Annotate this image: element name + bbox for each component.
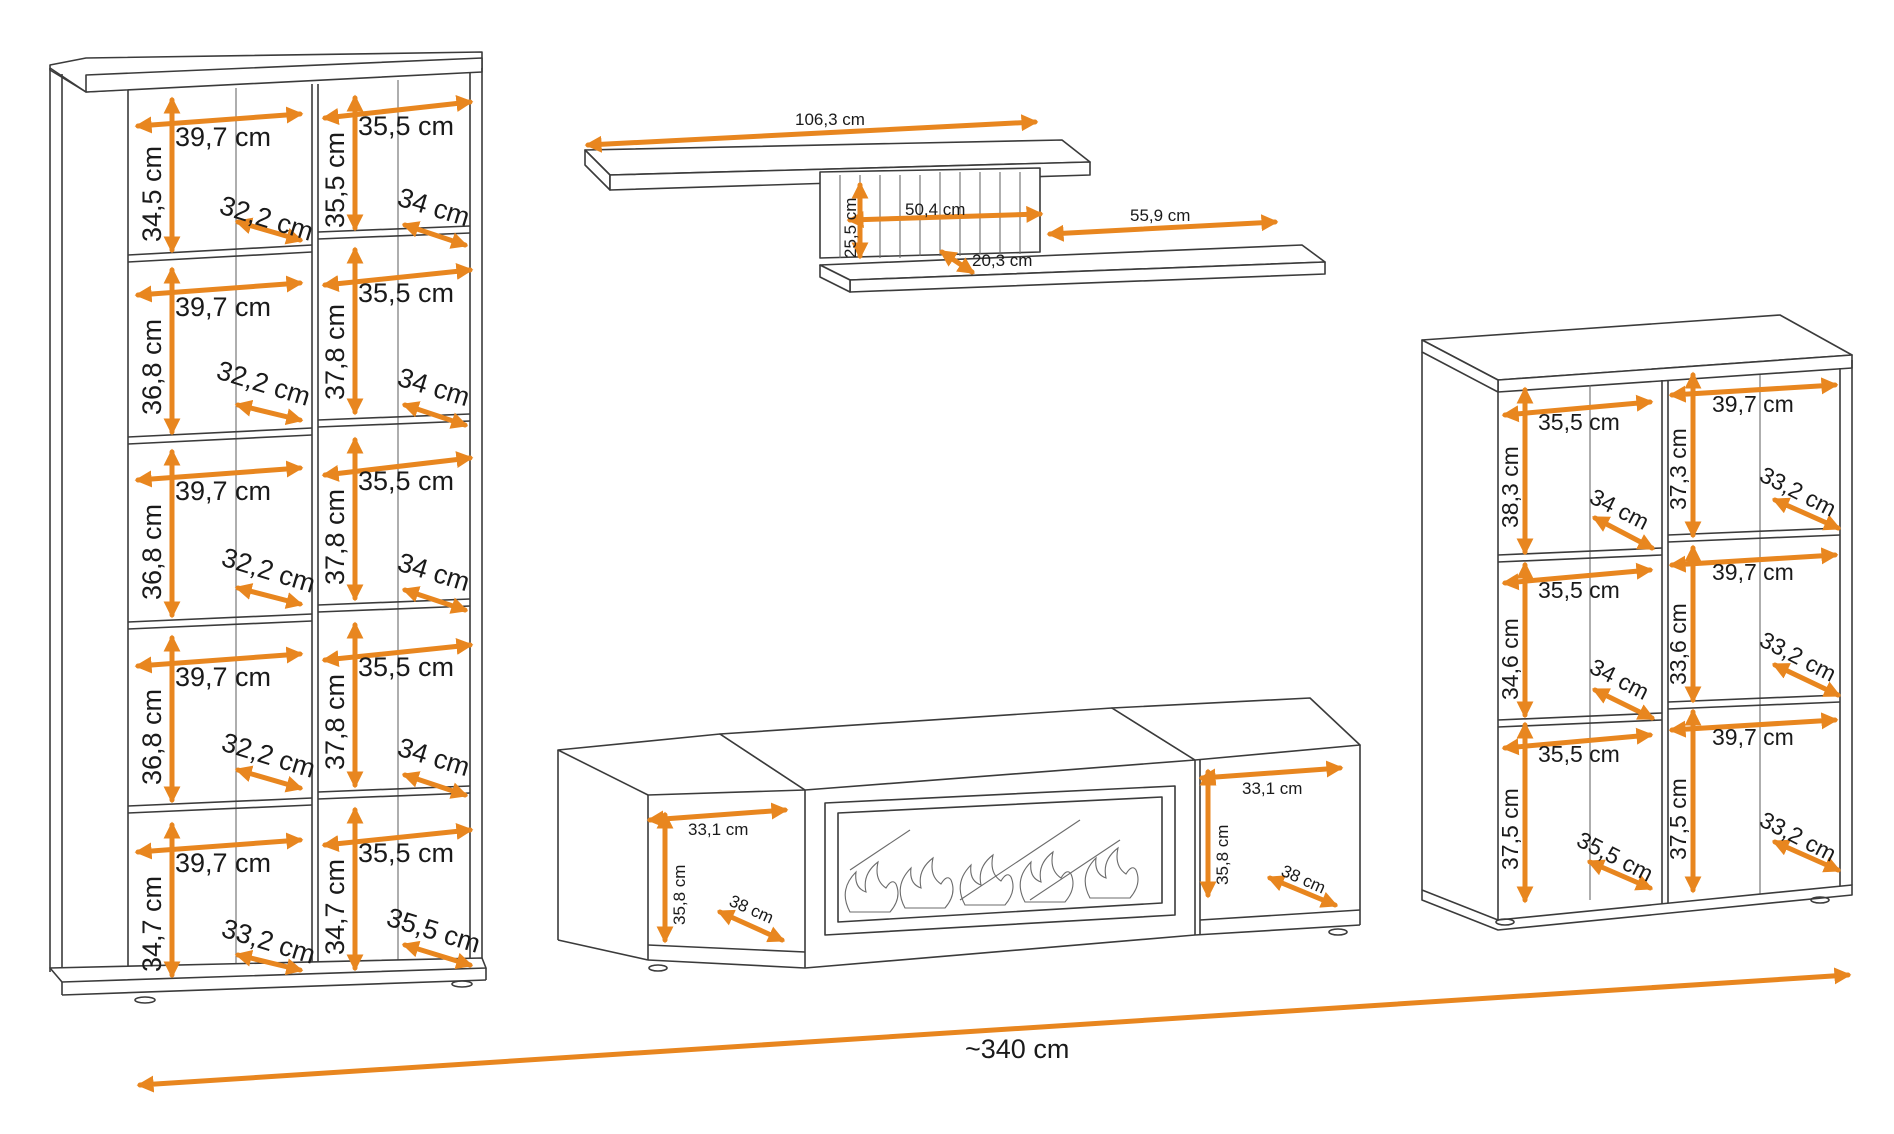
label-short-right-width-2: 39,7 cm — [1712, 559, 1794, 585]
label-short-right-width-3: 39,7 cm — [1712, 724, 1794, 750]
label-tall-right-width-1: 35,5 cm — [358, 111, 454, 141]
label-short-left-depth-2: 34 cm — [1586, 653, 1654, 705]
label-short-left-width-1: 35,5 cm — [1538, 409, 1620, 435]
label-tall-right-height-5: 34,7 cm — [320, 859, 350, 955]
label-shelf-top-width: 106,3 cm — [795, 110, 865, 129]
label-short-left-width-2: 35,5 cm — [1538, 577, 1620, 603]
label-tall-left-height-4: 36,8 cm — [137, 689, 167, 785]
label-tall-left-depth-4: 32,2 cm — [218, 727, 319, 784]
label-tall-right-width-3: 35,5 cm — [358, 466, 454, 496]
label-short-right-height-1: 37,3 cm — [1665, 428, 1691, 510]
label-short-left-height-3: 37,5 cm — [1497, 788, 1523, 870]
label-short-left-depth-1: 34 cm — [1586, 483, 1654, 535]
label-tall-left-height-1: 34,5 cm — [137, 146, 167, 242]
label-shelf-panel-height: 25,5 cm — [841, 198, 860, 258]
label-shelf-panel-width: 50,4 cm — [905, 200, 965, 219]
label-tv-left-height: 35,8 cm — [670, 865, 689, 925]
label-tall-left-height-2: 36,8 cm — [137, 319, 167, 415]
label-short-right-height-2: 33,6 cm — [1665, 603, 1691, 685]
short-cabinet — [1421, 314, 1853, 931]
label-short-right-depth-3: 33,2 cm — [1756, 806, 1841, 866]
label-tv-left-width: 33,1 cm — [688, 820, 748, 839]
label-tall-left-width-1: 39,7 cm — [175, 122, 271, 152]
label-tall-left-width-2: 39,7 cm — [175, 292, 271, 322]
label-shelf-bottom-width: 55,9 cm — [1130, 206, 1190, 225]
label-tall-right-height-3: 37,8 cm — [320, 489, 350, 585]
label-tall-left-depth-1: 32,2 cm — [216, 190, 317, 247]
label-tall-left-width-4: 39,7 cm — [175, 662, 271, 692]
label-tall-right-height-1: 35,5 cm — [320, 132, 350, 228]
label-tall-left-height-5: 34,7 cm — [137, 876, 167, 972]
label-tall-left-depth-2: 32,2 cm — [213, 355, 314, 412]
label-total-width: ~340 cm — [965, 1034, 1069, 1064]
label-tv-left-depth: 38 cm — [726, 891, 776, 927]
dimension-arrows — [134, 94, 1852, 1093]
label-tall-right-height-2: 37,8 cm — [320, 304, 350, 400]
label-tall-left-height-3: 36,8 cm — [137, 504, 167, 600]
tv-stand — [557, 697, 1361, 972]
label-tv-right-height: 35,8 cm — [1213, 825, 1232, 885]
label-short-left-height-2: 34,6 cm — [1497, 618, 1523, 700]
label-tv-right-width: 33,1 cm — [1242, 779, 1302, 798]
label-tall-right-width-2: 35,5 cm — [358, 278, 454, 308]
label-short-left-depth-3: 35,5 cm — [1573, 826, 1658, 886]
flame-icons — [844, 846, 1139, 913]
label-tall-right-width-5: 35,5 cm — [358, 838, 454, 868]
label-shelf-panel-depth: 20,3 cm — [972, 251, 1032, 270]
label-tall-left-depth-3: 32,2 cm — [218, 542, 319, 599]
label-tall-right-height-4: 37,8 cm — [320, 674, 350, 770]
label-short-left-height-1: 38,3 cm — [1497, 446, 1523, 528]
label-short-left-width-3: 35,5 cm — [1538, 741, 1620, 767]
label-short-right-height-3: 37,5 cm — [1665, 778, 1691, 860]
label-tall-right-width-4: 35,5 cm — [358, 652, 454, 682]
label-tall-left-width-5: 39,7 cm — [175, 848, 271, 878]
label-short-right-width-1: 39,7 cm — [1712, 391, 1794, 417]
label-tall-left-width-3: 39,7 cm — [175, 476, 271, 506]
